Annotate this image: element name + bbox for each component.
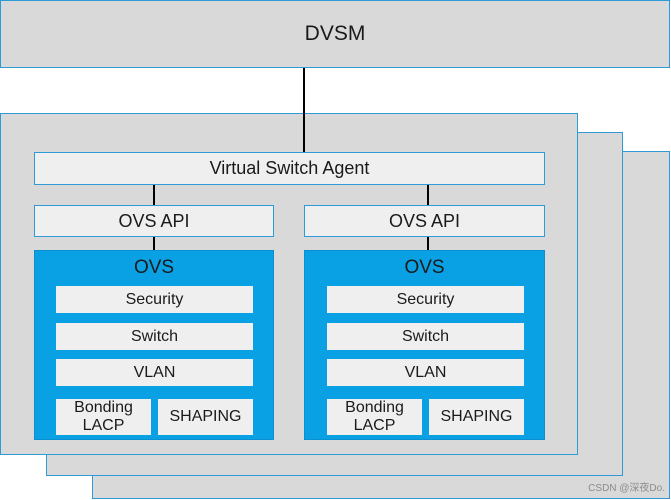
- ovs-left-block: OVS Security Switch VLAN Bonding LACP SH…: [34, 250, 274, 440]
- ovs-right-title: OVS: [404, 257, 445, 278]
- connector-api-ovs-right: [427, 237, 429, 250]
- connector-agent-api-right: [427, 185, 429, 205]
- ovs-left-security-label: Security: [125, 290, 184, 308]
- ovs-left-vlan: VLAN: [56, 359, 253, 386]
- ovs-left-vlan-label: VLAN: [133, 363, 176, 381]
- ovs-left-bonding-line2: LACP: [82, 417, 125, 434]
- ovs-left-switch-label: Switch: [130, 327, 179, 345]
- connector-agent-api-left: [153, 185, 155, 205]
- dvsm-label: DVSM: [304, 22, 366, 45]
- ovs-api-left-box: OVS API: [34, 205, 274, 237]
- watermark: CSDN @深夜Do.: [588, 483, 665, 494]
- ovs-left-shaping: SHAPING: [158, 399, 253, 435]
- ovs-right-shaping-label: SHAPING: [440, 408, 513, 425]
- ovs-left-bonding: Bonding LACP: [56, 399, 151, 435]
- ovs-right-shaping: SHAPING: [429, 399, 524, 435]
- ovs-right-bonding: Bonding LACP: [327, 399, 422, 435]
- ovs-right-vlan: VLAN: [327, 359, 524, 386]
- ovs-left-bonding-line1: Bonding: [74, 399, 133, 416]
- ovs-right-switch: Switch: [327, 323, 524, 350]
- ovs-left-security: Security: [56, 286, 253, 313]
- ovs-left-shaping-label: SHAPING: [169, 408, 242, 425]
- connector-api-ovs-left: [153, 237, 155, 250]
- ovs-api-right-box: OVS API: [304, 205, 545, 237]
- virtual-switch-agent-box: Virtual Switch Agent: [34, 152, 545, 185]
- ovs-api-right-label: OVS API: [388, 210, 461, 231]
- ovs-right-bonding-line1: Bonding: [345, 399, 404, 416]
- ovs-right-switch-label: Switch: [401, 327, 450, 345]
- virtual-switch-agent-label: Virtual Switch Agent: [209, 158, 370, 178]
- ovs-right-vlan-label: VLAN: [404, 363, 447, 381]
- dvsm-box: DVSM: [0, 0, 670, 68]
- ovs-left-title: OVS: [133, 257, 175, 278]
- ovs-left-switch: Switch: [56, 323, 253, 350]
- connector-dvsm-agent: [303, 68, 305, 152]
- ovs-right-block: OVS Security Switch VLAN Bonding LACP SH…: [304, 250, 545, 440]
- ovs-right-bonding-line2: LACP: [353, 417, 396, 434]
- ovs-right-security: Security: [327, 286, 524, 313]
- ovs-api-left-label: OVS API: [118, 210, 190, 231]
- ovs-right-security-label: Security: [396, 290, 455, 308]
